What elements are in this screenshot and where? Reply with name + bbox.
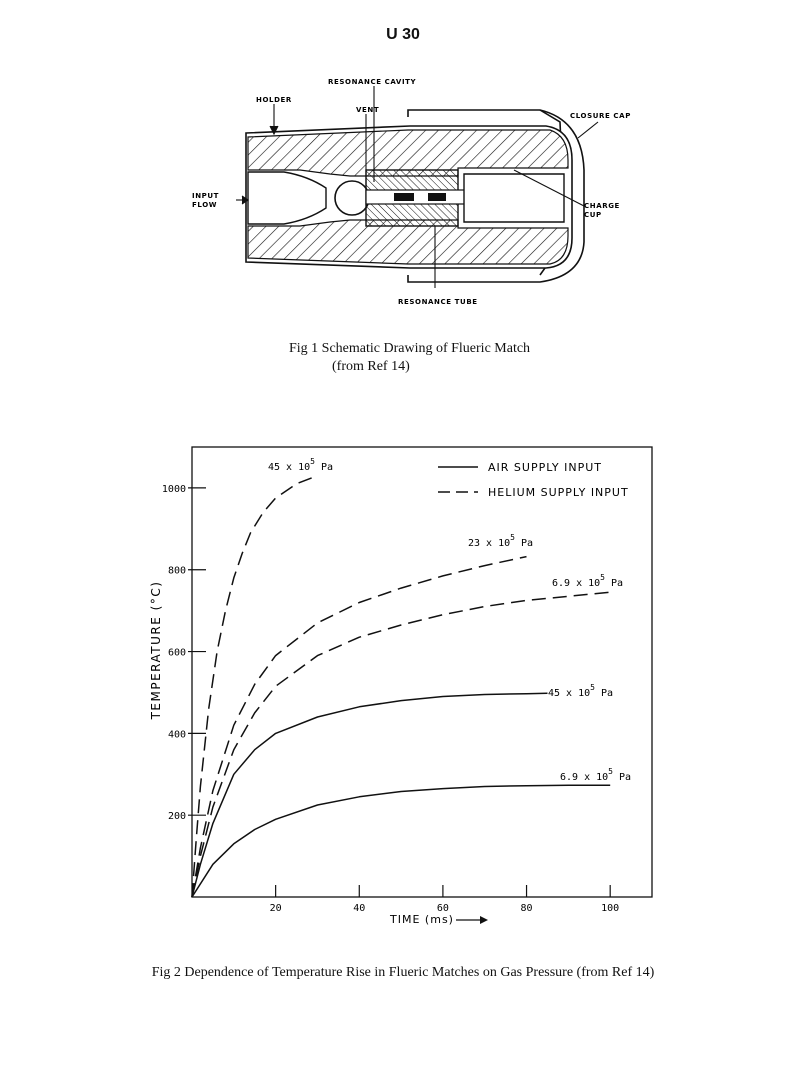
x-tick-label: 60 (437, 903, 449, 914)
x-tick-label: 80 (521, 903, 533, 914)
series-layer: 45 x 105 Pa 23 x 105 Pa 6.9 x 105 Pa 45 x 1… (191, 457, 631, 898)
x-tick-label: 20 (270, 903, 282, 914)
series-label-3: 6.9 x 105 Pa (552, 573, 623, 589)
page-number: U 30 (386, 26, 420, 43)
figure1-caption: Fig 1 Schematic Drawing of Flueric Match… (289, 340, 530, 376)
series-line-4 (191, 692, 548, 898)
y-tick-label: 1000 (162, 484, 186, 495)
x-tick-label: 100 (601, 903, 619, 914)
series-line-1 (191, 474, 318, 898)
y-axis-label: TEMPERATURE (°C) (149, 581, 163, 721)
closure-cap-label: CLOSURE CAP (570, 112, 631, 120)
figure1-caption-line2: (from Ref 14) (332, 359, 410, 374)
plot-frame (191, 446, 653, 898)
y-tick-label: 600 (168, 648, 186, 659)
resonance-tube-label: RESONANCE TUBE (398, 298, 478, 306)
series-line-2 (191, 555, 527, 898)
input-flow-label-line2: FLOW (192, 201, 217, 209)
series-label-2: 23 x 105 Pa (468, 533, 533, 549)
charge-cup-label-line2: CUP (584, 211, 602, 219)
x-axis-label: TIME (ms) (389, 913, 454, 926)
series-label-4: 45 x 105 Pa (548, 683, 613, 699)
series-label-5: 6.9 x 105 Pa (560, 767, 631, 783)
x-axis: 20 40 60 80 100 (270, 885, 619, 914)
resonance-cavity-label: RESONANCE CAVITY (328, 78, 417, 86)
figure2-caption: Fig 2 Dependence of Temperature Rise in … (151, 965, 655, 980)
legend-label-1: AIR SUPPLY INPUT (488, 461, 602, 474)
legend-label-2: HELIUM SUPPLY INPUT (488, 486, 629, 499)
x-tick-label: 40 (353, 903, 365, 914)
y-tick-label: 800 (168, 566, 186, 577)
charge-cup-label-line1: CHARGE (584, 202, 620, 210)
input-flow-label-line1: INPUT (192, 192, 219, 200)
holder-label: HOLDER (256, 96, 292, 104)
temperature-rise-chart: 200 400 600 800 1000 20 40 60 80 100 45 x 105 Pa… (149, 446, 653, 926)
series-label-1: 45 x 105 Pa (268, 457, 333, 473)
series-line-5 (191, 784, 611, 898)
vent-label: VENT (356, 106, 379, 114)
series-line-3 (191, 591, 611, 898)
flueric-match-schematic: RESONANCE CAVITY HOLDER VENT CLOSURE CAP… (192, 78, 631, 306)
legend: AIR SUPPLY INPUT HELIUM SUPPLY INPUT (438, 461, 629, 499)
y-tick-label: 400 (168, 729, 186, 740)
x-axis-arrow (456, 916, 488, 924)
figure1-caption-line1: Fig 1 Schematic Drawing of Flueric Match (289, 341, 531, 356)
y-tick-label: 200 (168, 811, 186, 822)
y-axis: 200 400 600 800 1000 (162, 484, 206, 822)
